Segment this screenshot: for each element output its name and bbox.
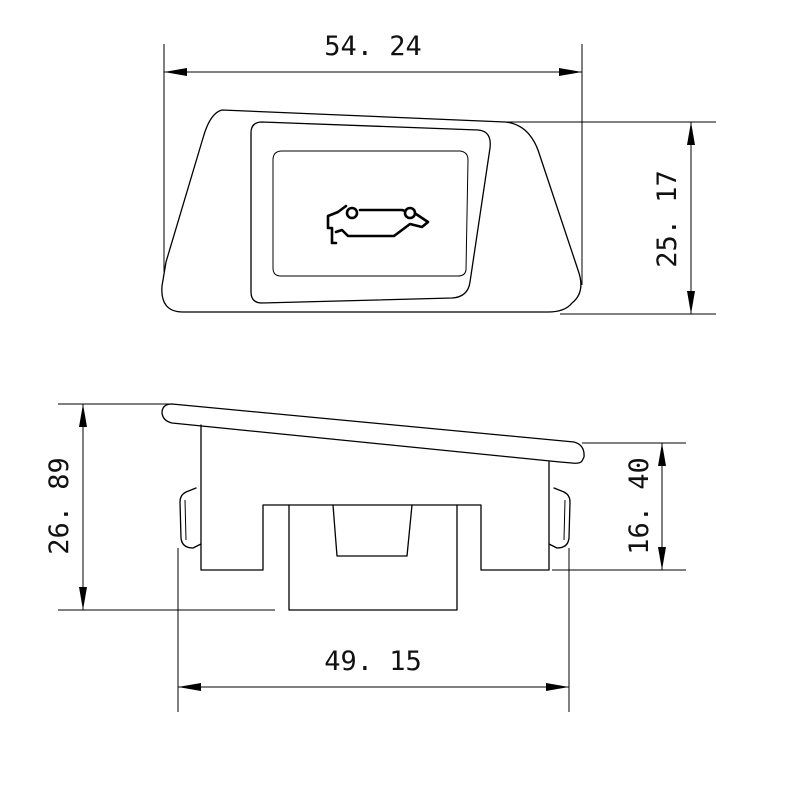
side-view-right-clip [548, 487, 571, 549]
dimension-overall-height-side: 26. 89 [44, 403, 275, 611]
side-view-left-clip [179, 487, 202, 549]
top-view: 54. 24 25. 17 [161, 31, 716, 315]
dimension-label-54-24: 54. 24 [324, 31, 422, 62]
hood-open-car-icon [326, 204, 430, 245]
top-view-outer-housing [161, 109, 582, 313]
side-view-body [200, 424, 550, 571]
dimension-label-25-17: 25. 17 [652, 170, 683, 268]
side-view-cap [161, 403, 585, 464]
dimension-label-26-89: 26. 89 [44, 457, 75, 555]
dimension-width-top: 54. 24 [163, 31, 583, 285]
dimension-label-49-15: 49. 15 [324, 646, 422, 677]
top-view-button-outer [250, 121, 491, 304]
dimension-body-height-side: 16. 40 [552, 442, 686, 571]
side-view-connector [288, 504, 458, 611]
dimension-label-16-40: 16. 40 [624, 457, 655, 555]
side-view-connector-notch [332, 504, 413, 557]
dimension-height-top: 25. 17 [505, 121, 716, 315]
top-view-button-face [272, 150, 469, 277]
dimension-base-width-side: 49. 15 [177, 548, 570, 712]
side-view: 26. 89 16. 40 49. 15 [44, 403, 686, 712]
